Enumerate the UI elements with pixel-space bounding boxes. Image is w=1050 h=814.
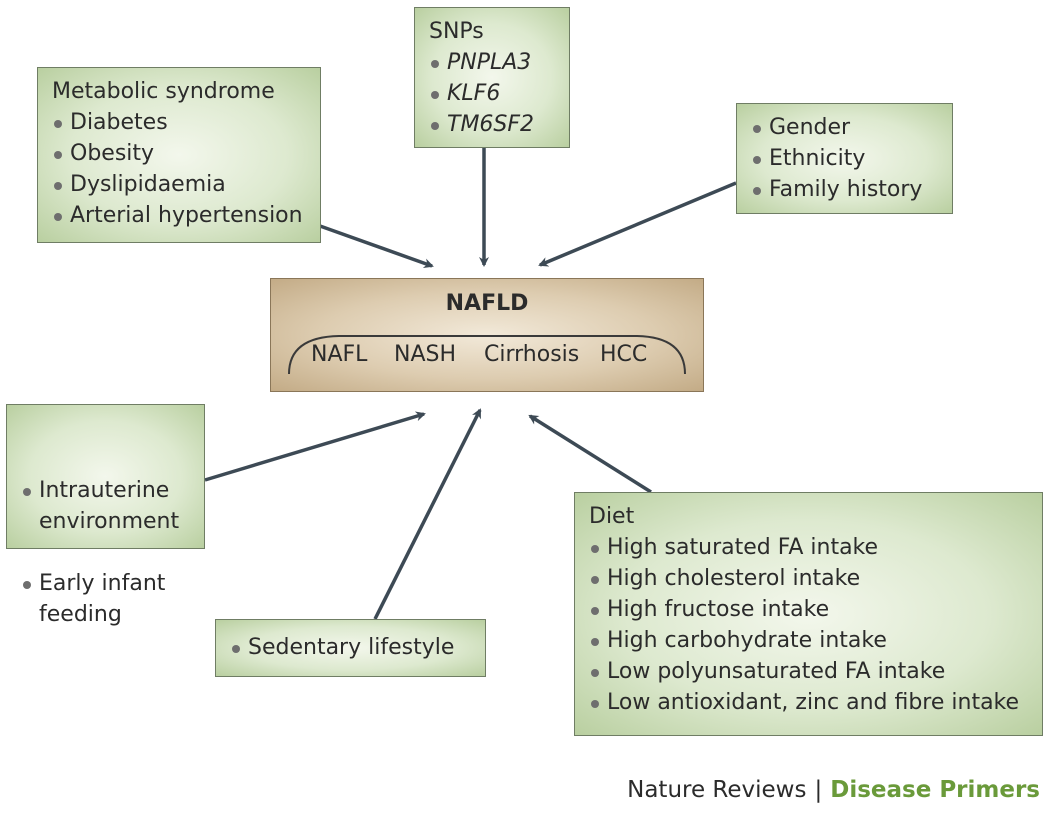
list-item: High carbohydrate intake [589,625,1028,656]
demographic-box: Gender Ethnicity Family history [736,103,953,214]
list-item: High fructose intake [589,594,1028,625]
snps-box: SNPs PNPLA3 KLF6 TM6SF2 [414,7,570,148]
publisher-name: Nature Reviews [627,777,807,803]
arrow-diet-to-nafld [528,414,652,494]
credit-separator: | [814,777,823,803]
arrow-demographic-to-nafld [538,181,737,267]
list-item: Arterial hypertension [52,200,306,231]
list-item: Sedentary lifestyle [230,632,471,663]
list-item: Diabetes [52,107,306,138]
list-item: Family history [751,174,938,205]
list-item: Ethnicity [751,143,938,174]
stage-nafl: NAFL [311,342,368,367]
nafld-box: NAFLD NAFL NASH Cirrhosis HCC [270,278,704,392]
series-name: Disease Primers [830,777,1040,803]
snps-heading: SNPs [429,19,484,44]
metabolic-syndrome-heading: Metabolic syndrome [52,79,275,104]
arrow-early-life-to-nafld [204,411,426,482]
journal-credit: Nature Reviews | Disease Primers [627,777,1040,803]
list-item: PNPLA3 [429,47,555,78]
diet-box: Diet High saturated FA intake High chole… [574,492,1043,736]
nafld-title: NAFLD [445,291,529,316]
list-item: Gender [751,112,938,143]
spectrum-bracket [288,335,686,375]
list-item: Obesity [52,138,306,169]
early-life-box: Intrauterine environment Early infant fe… [6,404,205,627]
list-item: High cholesterol intake [589,563,1028,594]
list-item: Dyslipidaemia [52,169,306,200]
stage-cirrhosis: Cirrhosis [484,342,580,367]
stage-nash: NASH [394,342,457,367]
arrow-lifestyle-to-nafld [373,408,482,620]
list-item: High saturated FA intake [589,532,1028,563]
list-item: Low antioxidant, zinc and fibre intake [589,687,1028,718]
metabolic-syndrome-box: Metabolic syndrome Diabetes Obesity Dysl… [37,67,321,243]
list-item: KLF6 [429,78,555,109]
stage-hcc: HCC [600,342,648,367]
list-item: Low polyunsaturated FA intake [589,656,1028,687]
arrow-metabolic-to-nafld [319,224,434,269]
list-item: TM6SF2 [429,109,555,140]
diet-heading: Diet [589,504,635,529]
list-item: Early infant feeding [21,568,190,630]
list-item: Intrauterine environment [21,475,190,537]
lifestyle-box: Sedentary lifestyle [215,619,486,677]
